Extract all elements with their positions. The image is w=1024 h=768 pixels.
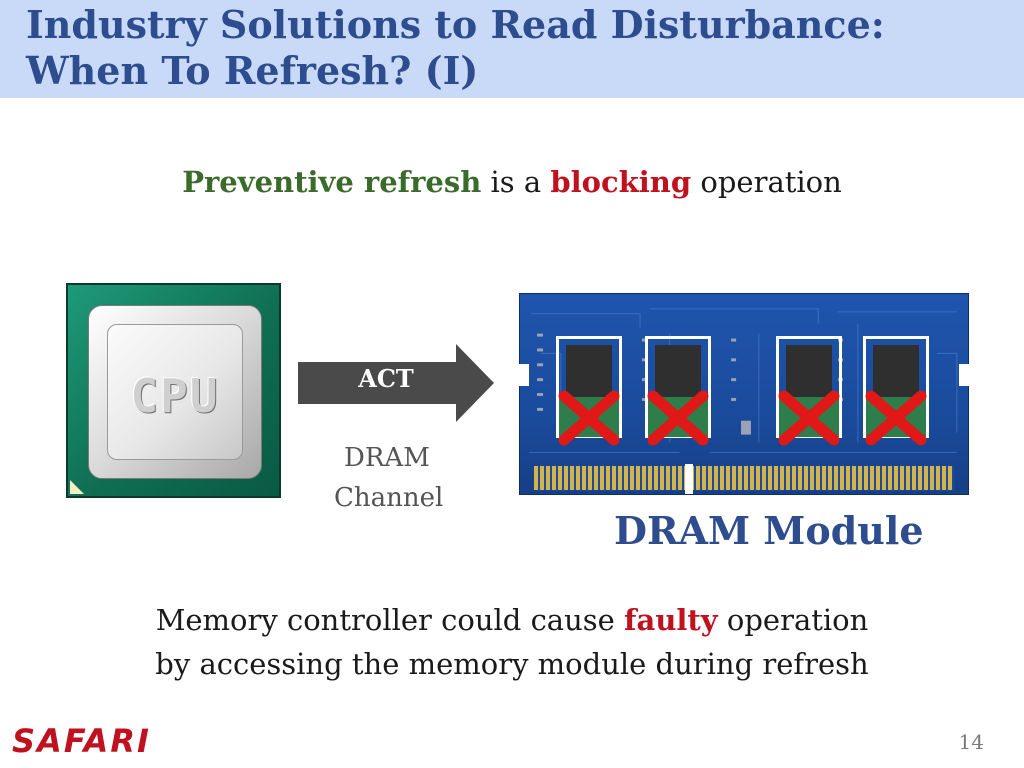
dram-module-label: DRAM Module [614,508,924,553]
act-arrow-icon [298,344,494,422]
channel-line-2: Channel [334,483,444,513]
subtitle: Preventive refresh is a blocking operati… [0,165,1024,199]
caption-line-1c: operation [717,603,869,637]
blocked-x-icon [558,390,620,446]
title-line-1: Industry Solutions to Read Disturbance: [26,2,885,47]
cpu-chip: CPU [66,283,281,498]
cpu-heat-spreader: CPU [88,305,262,479]
module-side-notch-right [959,364,969,386]
caption-line-2: by accessing the memory module during re… [155,647,869,681]
title-bar [0,0,1024,98]
bottom-caption: Memory controller could cause faulty ope… [0,598,1024,686]
cpu-die: CPU [107,324,243,460]
safari-logo: SAFARI [12,722,151,760]
cpu-pin1-marker [70,480,84,494]
title-line-2: When To Refresh? (I) [26,48,479,93]
module-key-notch [685,464,693,494]
dram-module [519,293,969,495]
cpu-label: CPU [130,369,220,423]
subtitle-blocking: blocking [550,165,692,199]
blocked-x-icon [778,390,840,446]
dram-channel-label: DRAM Channel [334,438,443,518]
gold-contact-pins [534,466,954,490]
module-side-notch-left [519,364,529,386]
subtitle-operation: operation [691,165,842,199]
caption-line-1a: Memory controller could cause [155,603,625,637]
blocked-x-icon [865,390,927,446]
subtitle-is-a: is a [481,165,551,199]
subtitle-preventive-refresh: Preventive refresh [182,165,482,199]
slide-title: Industry Solutions to Read Disturbance: … [26,2,885,94]
caption-line-1: Memory controller could cause faulty ope… [0,598,1024,642]
caption-faulty: faulty [624,603,718,637]
channel-line-1: DRAM [344,443,430,473]
page-number: 14 [958,730,984,754]
blocked-x-icon [647,390,709,446]
act-label: ACT [358,364,414,393]
